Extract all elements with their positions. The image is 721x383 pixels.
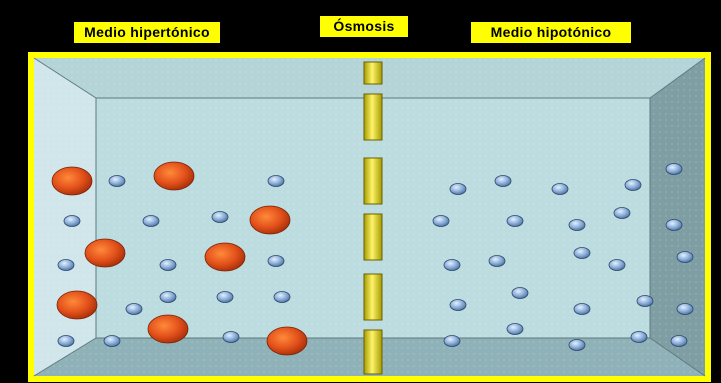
solute-molecule — [57, 291, 97, 319]
water-molecule — [64, 216, 80, 227]
water-molecule — [104, 336, 120, 347]
water-molecule — [274, 292, 290, 303]
water-molecule — [58, 336, 74, 347]
membrane-segment — [364, 158, 382, 204]
water-molecule — [666, 220, 682, 231]
water-molecule — [109, 176, 125, 187]
water-molecule — [268, 256, 284, 267]
water-molecule — [212, 212, 228, 223]
solute-molecule — [250, 206, 290, 234]
solute-molecule — [85, 239, 125, 267]
water-molecule — [507, 216, 523, 227]
water-molecule — [450, 300, 466, 311]
water-molecule — [671, 336, 687, 347]
water-molecule — [223, 332, 239, 343]
water-molecule — [677, 304, 693, 315]
membrane-segment — [364, 214, 382, 260]
water-molecule — [160, 292, 176, 303]
water-molecule — [574, 248, 590, 259]
water-molecule — [495, 176, 511, 187]
label-hypotonic-medium: Medio hipotónico — [471, 22, 631, 43]
water-molecule — [143, 216, 159, 227]
water-molecule — [512, 288, 528, 299]
water-molecule — [625, 180, 641, 191]
water-molecule — [450, 184, 466, 195]
water-molecule — [637, 296, 653, 307]
water-molecule — [609, 260, 625, 271]
water-molecule — [507, 324, 523, 335]
water-molecule — [58, 260, 74, 271]
water-molecule — [489, 256, 505, 267]
membrane-segment — [364, 94, 382, 140]
water-molecule — [569, 220, 585, 231]
diagram-title: Ósmosis — [320, 16, 408, 37]
water-molecule — [552, 184, 568, 195]
solute-molecule — [52, 167, 92, 195]
membrane-segment — [364, 62, 382, 84]
solute-molecule — [148, 315, 188, 343]
water-molecule — [569, 340, 585, 351]
water-molecule — [574, 304, 590, 315]
water-molecule — [631, 332, 647, 343]
water-molecule — [160, 260, 176, 271]
water-molecule — [268, 176, 284, 187]
water-molecule — [444, 336, 460, 347]
water-molecule — [126, 304, 142, 315]
solute-molecule — [267, 327, 307, 355]
label-hypertonic-medium: Medio hipertónico — [74, 22, 220, 43]
solute-molecule — [154, 162, 194, 190]
water-molecule — [677, 252, 693, 263]
water-molecule — [444, 260, 460, 271]
water-molecule — [614, 208, 630, 219]
membrane-segment — [364, 274, 382, 320]
water-molecule — [433, 216, 449, 227]
membrane-segment — [364, 330, 382, 374]
osmosis-tank — [28, 52, 711, 382]
solute-molecule — [205, 243, 245, 271]
water-molecule — [217, 292, 233, 303]
water-molecule — [666, 164, 682, 175]
